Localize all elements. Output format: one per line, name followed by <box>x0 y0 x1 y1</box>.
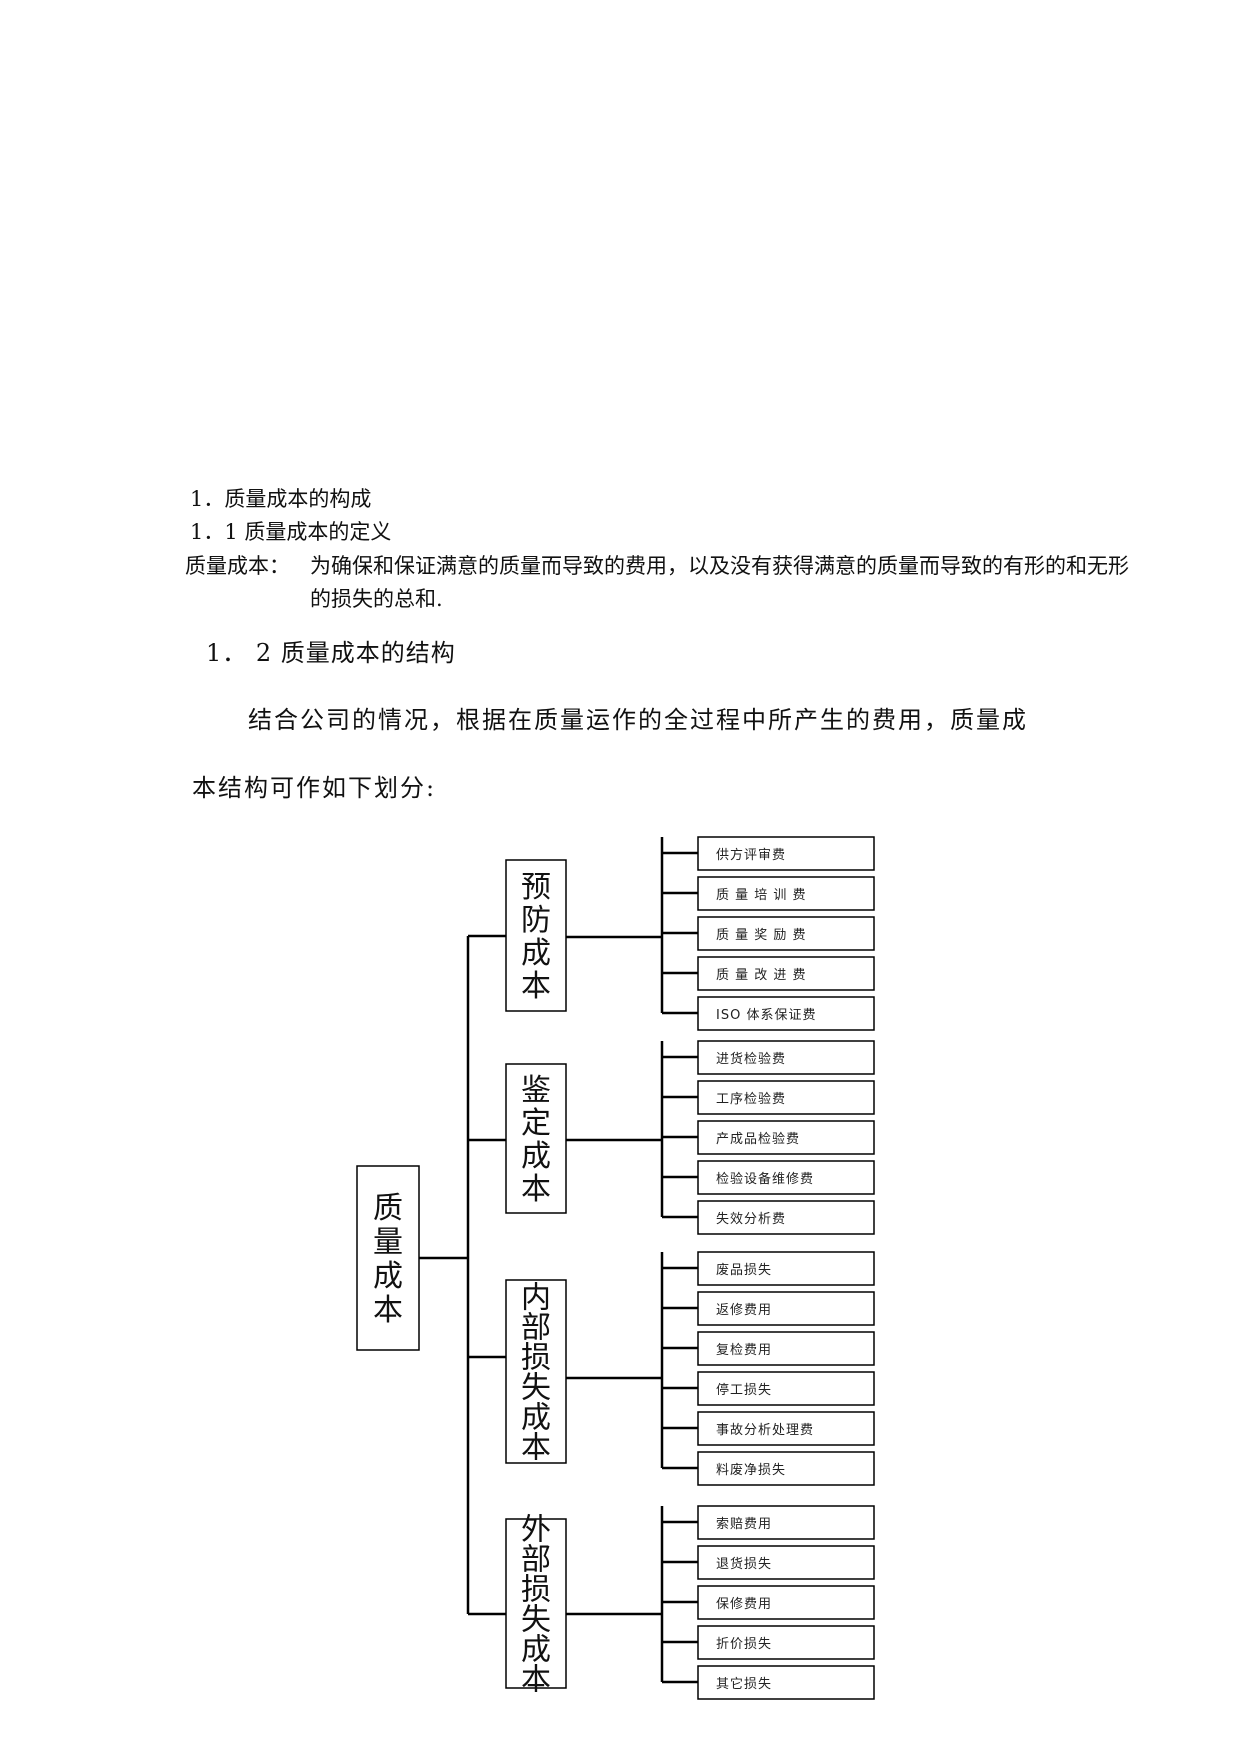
group-external-failure-cost-char: 外 <box>521 1513 551 1548</box>
paragraph-line-2: 本结构可作如下划分: <box>192 774 437 802</box>
leaf-label: 复检费用 <box>716 1343 772 1358</box>
leaf-box <box>697 916 875 951</box>
group-appraisal-cost-char: 鉴 <box>521 1073 551 1108</box>
group-external-failure-cost-char: 成 <box>521 1633 551 1668</box>
group-prevention-cost-char: 预 <box>521 870 551 905</box>
leaf-label: 事故分析处理费 <box>716 1423 814 1438</box>
heading-quality-cost-definition: 1．1 质量成本的定义 <box>190 520 392 544</box>
root-quality-cost-box <box>356 1165 420 1351</box>
group-prevention-cost-char: 本 <box>521 969 551 1004</box>
leaf-box <box>697 1585 875 1620</box>
leaf-label: 索赔费用 <box>716 1517 772 1532</box>
leaf-box <box>697 996 875 1031</box>
group-external-failure-cost-char: 损 <box>521 1573 551 1608</box>
leaf-label: 折价损失 <box>716 1637 772 1652</box>
group-prevention-cost-box <box>505 859 567 1012</box>
root-quality-cost-char: 本 <box>373 1293 403 1328</box>
paragraph-line-1: 结合公司的情况，根据在质量运作的全过程中所产生的费用，质量成 <box>248 706 1028 734</box>
leaf-label: 质 量 培 训 费 <box>716 887 807 903</box>
group-appraisal-cost-char: 成 <box>521 1139 551 1174</box>
leaf-box <box>697 1200 875 1235</box>
group-appraisal-cost-char: 定 <box>521 1106 551 1141</box>
leaf-label: 保修费用 <box>716 1597 772 1612</box>
root-quality-cost-char: 量 <box>373 1225 403 1260</box>
leaf-box <box>697 956 875 991</box>
group-internal-failure-cost-char: 成 <box>521 1401 551 1436</box>
leaf-box <box>697 1451 875 1486</box>
leaf-box <box>697 1291 875 1326</box>
leaf-box <box>697 1505 875 1540</box>
definition-body: 为确保和保证满意的质量而导致的费用，以及没有获得满意的质量而导致的有形的和无形的… <box>310 554 1129 611</box>
leaf-box <box>697 1331 875 1366</box>
leaf-label: 质 量 改 进 费 <box>716 968 807 983</box>
group-external-failure-cost-char: 部 <box>521 1543 551 1578</box>
leaf-box <box>697 1160 875 1195</box>
group-internal-failure-cost-box <box>505 1279 567 1464</box>
group-internal-failure-cost-char: 失 <box>521 1371 551 1406</box>
leaf-label: 停工损失 <box>716 1382 772 1398</box>
leaf-label: 检验设备维修费 <box>716 1171 814 1187</box>
leaf-box <box>697 1411 875 1446</box>
leaf-box <box>697 1545 875 1580</box>
leaf-box <box>697 1371 875 1406</box>
leaf-label: 供方评审费 <box>716 847 786 863</box>
leaf-label: 返修费用 <box>716 1303 772 1318</box>
root-quality-cost-char: 成 <box>373 1259 403 1294</box>
group-internal-failure-cost-char: 损 <box>521 1341 551 1376</box>
group-external-failure-cost-box <box>505 1518 567 1689</box>
group-prevention-cost-char: 防 <box>521 903 551 938</box>
leaf-box <box>697 1120 875 1155</box>
leaf-label: ISO 体系保证费 <box>716 1008 816 1023</box>
leaf-label: 失效分析费 <box>716 1212 786 1227</box>
leaf-label: 其它损失 <box>716 1676 772 1692</box>
leaf-box <box>697 836 875 871</box>
group-external-failure-cost-char: 本 <box>521 1663 551 1698</box>
heading-quality-cost-composition: 1．质量成本的构成 <box>190 487 372 511</box>
definition-label: 质量成本： <box>185 554 290 578</box>
leaf-box <box>697 1080 875 1115</box>
leaf-box <box>697 1665 875 1700</box>
leaf-label: 工序检验费 <box>716 1091 786 1107</box>
group-internal-failure-cost-char: 部 <box>521 1311 551 1346</box>
leaf-box <box>697 1625 875 1660</box>
leaf-label: 料废净损失 <box>716 1462 786 1478</box>
leaf-box <box>697 876 875 911</box>
leaf-box <box>697 1251 875 1286</box>
group-internal-failure-cost-char: 本 <box>521 1431 551 1466</box>
group-prevention-cost-char: 成 <box>521 936 551 971</box>
group-appraisal-cost-char: 本 <box>521 1172 551 1207</box>
group-external-failure-cost-char: 失 <box>521 1603 551 1638</box>
group-internal-failure-cost-char: 内 <box>521 1281 551 1316</box>
leaf-label: 产成品检验费 <box>716 1131 800 1147</box>
leaf-label: 退货损失 <box>716 1556 772 1572</box>
leaf-box <box>697 1040 875 1075</box>
root-quality-cost-char: 质 <box>373 1191 403 1226</box>
leaf-label: 质 量 奖 励 费 <box>716 928 807 943</box>
heading-quality-cost-structure: 1． 2 质量成本的结构 <box>206 639 456 667</box>
leaf-label: 废品损失 <box>716 1262 772 1278</box>
leaf-label: 进货检验费 <box>716 1051 786 1067</box>
group-appraisal-cost-box <box>505 1063 567 1214</box>
